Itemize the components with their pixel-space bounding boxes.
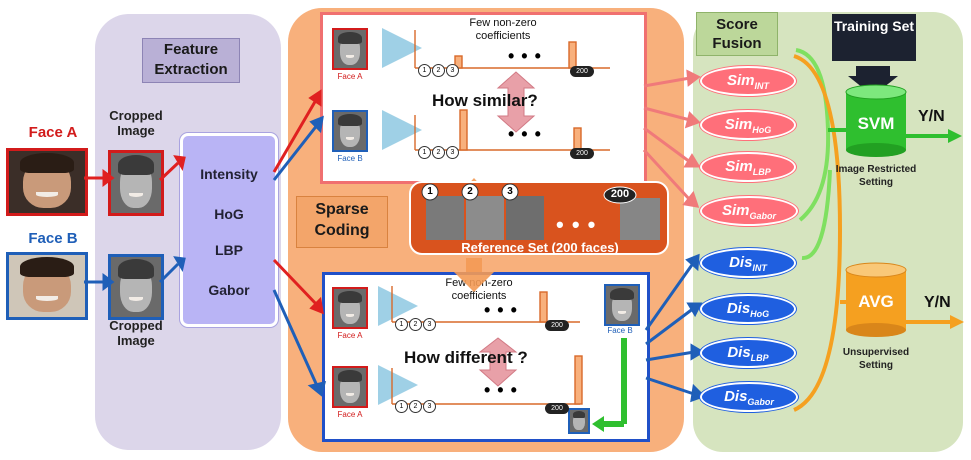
sim-plot-1-ellipsis: • • •: [508, 46, 542, 66]
feature-extraction-title: Feature Extraction: [142, 38, 240, 83]
svm-label: SVM: [857, 114, 895, 133]
face-a-image: [6, 148, 88, 216]
ref-badge-3: 3: [507, 186, 513, 197]
reference-down-arrow: [454, 258, 494, 292]
red-input-arrows: [84, 89, 324, 315]
coef-badge-3-mid: 3: [446, 146, 459, 159]
feature-types-box: [180, 133, 278, 327]
avg-caption: Unsupervised Setting: [842, 347, 910, 371]
difference-output-arrows: [644, 253, 706, 403]
svm-caption: Image Restricted Setting: [835, 164, 917, 188]
coef-badge-1-top: 1: [418, 64, 431, 77]
face-b-label: Face B: [28, 230, 78, 247]
ref-badge-1: 1: [427, 186, 433, 197]
cropped-face-a: [108, 150, 164, 216]
coef-badge-3-dis2: 3: [423, 400, 436, 413]
similarity-double-arrow: [496, 71, 536, 133]
svm-cylinder: [845, 84, 907, 157]
dis-face-b: [604, 284, 640, 326]
training-set-arrow: [848, 66, 898, 96]
sparse-coding-title: Sparse Coding: [296, 196, 388, 248]
feature-intensity: Intensity: [200, 166, 258, 182]
dis-face-a-bottom-label: Face A: [337, 410, 363, 419]
top-coefficients-caption: Few non-zero coefficients: [469, 17, 537, 42]
dis-gabor-oval: DisGabor: [700, 382, 798, 412]
face-a-label: Face A: [28, 124, 78, 141]
coef-badge-2-mid: 2: [432, 146, 445, 159]
coef-badge-1-dis2: 1: [395, 400, 408, 413]
coef-badge-3-dis1: 3: [423, 318, 436, 331]
avg-output-arrow: [906, 315, 964, 329]
dis-plot-1-ellipsis: • • •: [484, 300, 518, 320]
ref-badge-2: 2: [467, 186, 473, 197]
reference-set-caption: Reference Set (200 faces): [461, 240, 619, 255]
dis-face-a-bottom: [332, 366, 368, 408]
dis-int-oval: DisINT: [700, 248, 796, 278]
face-b-image: [6, 252, 88, 320]
sim-gabor-oval: SimGabor: [700, 196, 798, 226]
coef-badge-1-dis1: 1: [395, 318, 408, 331]
coef-badge-2-dis2: 2: [409, 400, 422, 413]
sim-int-oval: SimINT: [700, 66, 796, 96]
ref-badge-200: 200: [610, 188, 630, 200]
avg-output-yn: Y/N: [924, 294, 951, 311]
sim-face-b-label: Face B: [337, 154, 363, 163]
sim-plot-2-ellipsis: • • •: [508, 124, 542, 144]
feature-lbp: LBP: [215, 242, 243, 258]
green-return-arrow: [592, 338, 627, 432]
coef-badge-3-top: 3: [446, 64, 459, 77]
coef-badge-200-top: 200: [570, 66, 594, 77]
how-different-label: How different ?: [404, 348, 528, 367]
dis-lbp-oval: DisLBP: [700, 338, 796, 368]
svm-output-arrow: [906, 129, 962, 143]
dis-face-a-top-label: Face A: [337, 331, 363, 340]
coef-badge-200-dis1: 200: [545, 320, 569, 331]
coef-badge-2-dis1: 2: [409, 318, 422, 331]
dis-small-result-face: [568, 408, 590, 434]
sim-face-b: [332, 110, 368, 152]
cropped-image-label-top: Cropped Image: [109, 108, 163, 138]
coef-badge-1-mid: 1: [418, 146, 431, 159]
coef-badge-200-mid: 200: [570, 148, 594, 159]
difference-double-arrow: [478, 337, 518, 387]
feature-hog: HoG: [214, 206, 244, 222]
sim-face-a: [332, 28, 368, 70]
avg-cylinder: [845, 262, 907, 337]
reference-set-ellipsis: • • •: [556, 212, 597, 237]
avg-label: AVG: [858, 292, 894, 311]
dis-face-a-top: [332, 287, 368, 329]
similarity-output-arrows: [642, 69, 701, 208]
dis-face-b-label: Face B: [607, 326, 633, 335]
dis-hog-oval: DisHoG: [700, 294, 796, 324]
feature-gabor: Gabor: [208, 282, 250, 298]
score-fusion-title: Score Fusion: [696, 12, 778, 56]
sim-lbp-oval: SimLBP: [700, 152, 796, 182]
cropped-image-label-bottom: Cropped Image: [109, 318, 163, 348]
coef-badge-2-top: 2: [432, 64, 445, 77]
sim-hog-oval: SimHoG: [700, 110, 796, 140]
sim-face-a-label: Face A: [337, 72, 363, 81]
training-set-label: Training Set: [832, 14, 916, 61]
blue-input-arrows: [84, 115, 327, 397]
coef-badge-200-dis2: 200: [545, 403, 569, 414]
how-similar-label: How similar?: [432, 91, 538, 110]
cropped-face-b: [108, 254, 164, 320]
dis-plot-2-ellipsis: • • •: [484, 380, 518, 400]
svm-output-yn: Y/N: [918, 108, 945, 125]
